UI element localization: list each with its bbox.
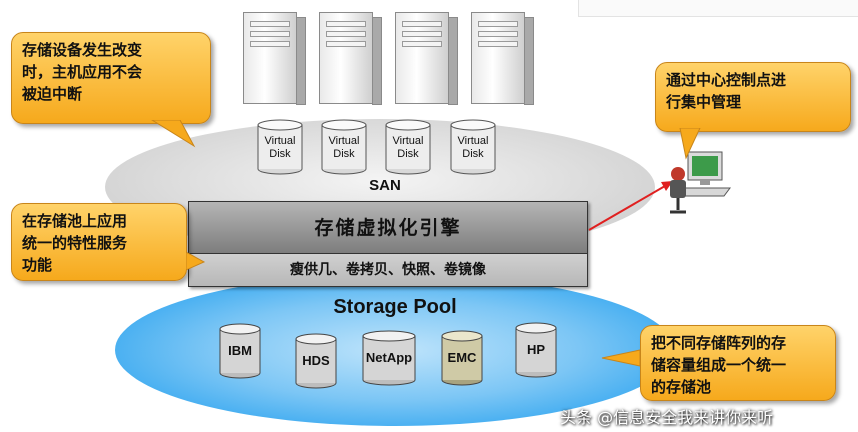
vendor-label: HDS (302, 353, 330, 368)
virtual-disk-1: Virtual Disk (256, 119, 304, 175)
watermark: 头条 @信息安全我来讲你来听 (560, 408, 774, 427)
virtual-disk-3: Virtual Disk (384, 119, 432, 175)
virtual-disk-2: Virtual Disk (320, 119, 368, 175)
vendor-label: NetApp (365, 350, 413, 365)
vendor-label: HP (526, 342, 546, 357)
callout-central-management: 通过中心控制点进 行集中管理 (655, 62, 851, 132)
callout-line: 时，主机应用不会 (22, 63, 143, 81)
virtual-disk-label: Virtual Disk (328, 135, 360, 160)
callout-line: 存储设备发生改变 (22, 41, 143, 59)
vendor-netapp: NetApp (360, 330, 418, 386)
vendor-emc: EMC (440, 330, 484, 386)
callout-line: 的存储池 (651, 378, 712, 396)
storage-pool-title: Storage Pool (333, 296, 457, 318)
background-panel (578, 0, 858, 17)
server-1 (243, 12, 306, 105)
callout-line: 被迫中断 (22, 85, 83, 103)
vendor-label: EMC (447, 350, 477, 365)
callout-line: 通过中心控制点进 (666, 71, 787, 89)
callout-line: 行集中管理 (666, 93, 742, 111)
callout-no-interruption: 存储设备发生改变 时，主机应用不会 被迫中断 (11, 32, 211, 124)
virtualization-engine: 存储虚拟化引擎 瘦供几、卷拷贝、快照、卷镜像 (188, 201, 588, 287)
virtual-disk-label: Virtual Disk (264, 135, 296, 160)
virtual-disk-label: Virtual Disk (457, 135, 489, 160)
callout-tail (186, 251, 206, 271)
vendor-hp: HP (514, 322, 558, 378)
server-3 (395, 12, 458, 105)
engine-title: 存储虚拟化引擎 (189, 202, 587, 254)
callout-line: 储容量组成一个统一 (651, 356, 787, 374)
vendor-hds: HDS (294, 333, 338, 389)
server-4 (471, 12, 534, 105)
server-2 (319, 12, 382, 105)
virtual-disk-label: Virtual Disk (392, 135, 424, 160)
callout-tail (679, 128, 701, 160)
callout-tail (151, 120, 196, 148)
callout-line: 统一的特性服务 (22, 234, 128, 252)
virtual-disk-4: Virtual Disk (449, 119, 497, 175)
callout-storage-pool: 把不同存储阵列的存 储容量组成一个统一 的存储池 (640, 325, 836, 401)
admin-workstation-icon (670, 151, 731, 214)
vendor-label: IBM (228, 343, 252, 358)
callout-line: 把不同存储阵列的存 (651, 334, 787, 352)
vendor-ibm: IBM (218, 323, 262, 379)
callout-tail (601, 349, 641, 367)
callout-line: 在存储池上应用 (22, 212, 128, 230)
engine-features: 瘦供几、卷拷贝、快照、卷镜像 (189, 254, 587, 286)
callout-line: 功能 (22, 256, 53, 274)
callout-unified-services: 在存储池上应用 统一的特性服务 功能 (11, 203, 187, 281)
san-label: SAN (369, 177, 401, 194)
